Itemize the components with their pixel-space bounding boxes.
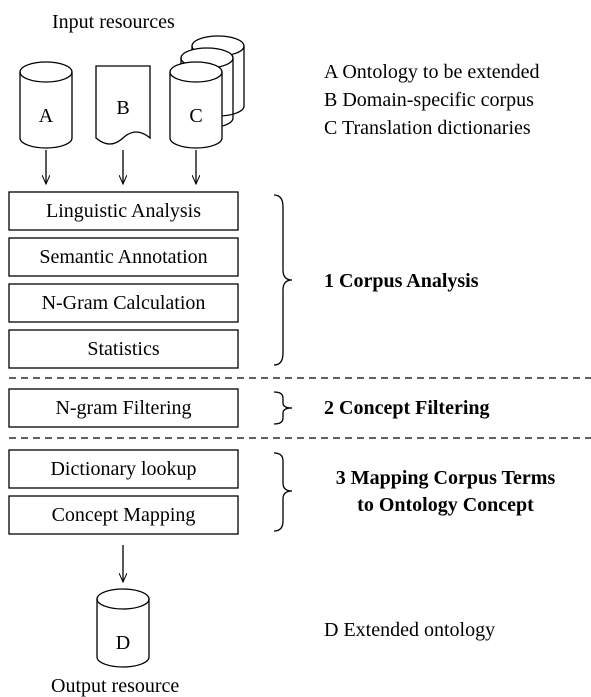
- step-ngram-filtering: N-gram Filtering: [55, 397, 192, 419]
- step-box-statistics: [8, 329, 239, 369]
- legend-c: C Translation dictionaries: [324, 117, 531, 139]
- step-box-semantic-annotation: [8, 237, 239, 277]
- step-statistics: Statistics: [87, 338, 160, 360]
- step-box-linguistic-analysis: [8, 191, 239, 231]
- input-resources-title: Input resources: [52, 11, 175, 33]
- stage-title-mapping-line-2: to Ontology Concept: [357, 494, 534, 516]
- step-box-concept-mapping: [8, 495, 239, 535]
- stage-title-corpus-analysis: 1 Corpus Analysis: [324, 270, 479, 292]
- legend-b: B Domain-specific corpus: [324, 89, 534, 111]
- stage-title-mapping-line-1: 3 Mapping Corpus Terms: [335, 467, 556, 489]
- legend-d: D Extended ontology: [324, 619, 496, 641]
- step-concept-mapping: Concept Mapping: [51, 504, 196, 526]
- legend-a: A Ontology to be extended: [324, 61, 540, 83]
- step-ngram-calculation: N-Gram Calculation: [41, 292, 206, 314]
- brace-mapping: [273, 452, 293, 532]
- step-box-dictionary-lookup: [8, 449, 239, 489]
- input-letter-b: B: [116, 97, 130, 119]
- step-box-ngram-filtering: [8, 388, 239, 428]
- output-cylinder-icon: [96, 588, 150, 668]
- input-letter-c: C: [189, 105, 203, 127]
- input-letter-a: A: [38, 105, 54, 127]
- input-arrows: [46, 150, 196, 184]
- brace-corpus-analysis: [273, 194, 293, 366]
- step-linguistic-analysis: Linguistic Analysis: [46, 200, 201, 222]
- step-semantic-annotation: Semantic Annotation: [39, 246, 208, 268]
- step-dictionary-lookup: Dictionary lookup: [50, 458, 197, 480]
- step-box-ngram-calculation: [8, 283, 239, 323]
- stacked-database-icon: [169, 35, 245, 149]
- output-resource-title: Output resource: [51, 675, 180, 697]
- output-letter-d: D: [115, 632, 131, 654]
- stage-title-concept-filtering: 2 Concept Filtering: [324, 397, 490, 419]
- brace-concept-filtering: [273, 391, 293, 425]
- ontology-cylinder-icon: [19, 61, 73, 149]
- document-icon: [95, 65, 151, 145]
